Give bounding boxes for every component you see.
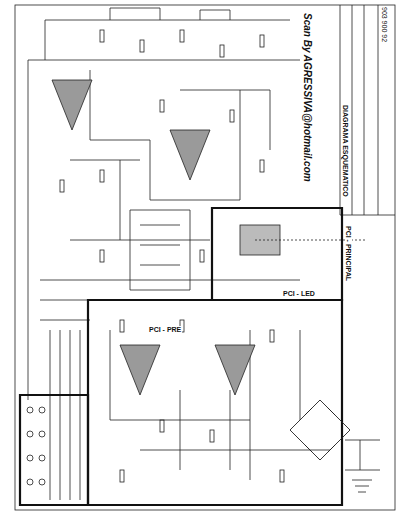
led-board-outline xyxy=(212,208,342,300)
wiring xyxy=(15,5,395,510)
power-rails xyxy=(28,8,300,400)
board-label: PCI - PRINCIPAL xyxy=(345,225,352,282)
board-region: PCI - PRE xyxy=(88,300,342,505)
connector-pin xyxy=(39,431,45,437)
diode-marks xyxy=(305,408,335,452)
sheet-frame xyxy=(15,5,395,510)
resistor-symbols xyxy=(27,30,284,485)
resistor-symbol xyxy=(230,110,234,122)
connector-pin xyxy=(27,407,33,413)
op-amps xyxy=(52,80,255,395)
connector-pin xyxy=(39,455,45,461)
scan-watermark: Scan By AGRESSIVA@hotmail.com xyxy=(302,12,312,183)
resistor-symbol xyxy=(140,40,144,52)
transformer-ground xyxy=(345,440,380,492)
op-amp-symbol xyxy=(52,80,92,130)
op-amp-symbol xyxy=(120,345,160,395)
op-amp-symbol xyxy=(215,345,255,395)
connector-pin xyxy=(27,431,33,437)
connector-pin xyxy=(39,479,45,485)
resistor-symbol xyxy=(210,430,214,442)
connector-pin xyxy=(39,407,45,413)
resistor-symbol xyxy=(100,30,104,42)
op-amp-symbol xyxy=(170,130,210,180)
connector-pin xyxy=(27,479,33,485)
input-wires xyxy=(40,320,90,500)
resistor-symbol xyxy=(160,420,164,432)
bridge-symbol xyxy=(290,400,350,460)
resistor-symbol xyxy=(260,35,264,47)
resistor-symbol xyxy=(60,180,64,192)
resistor-symbol xyxy=(120,470,124,482)
board-region: DIAGRAMA ESQUEMATICO xyxy=(341,100,351,210)
board-label: PCI - LED xyxy=(282,290,316,297)
pre-wires xyxy=(110,330,330,480)
drawing-number: 903 900 92 xyxy=(381,6,388,43)
connector-board-outline xyxy=(20,395,88,505)
pre-board-outline xyxy=(88,300,342,505)
resistor-symbol xyxy=(280,470,284,482)
resistor-symbol xyxy=(270,330,274,342)
board-label: PCI - PRE xyxy=(148,326,182,333)
board-outlines xyxy=(20,208,342,505)
resistor-symbol xyxy=(180,30,184,42)
resistor-symbol xyxy=(200,250,204,262)
board-label: DIAGRAMA ESQUEMATICO xyxy=(342,104,349,198)
board-region: PCI - LED xyxy=(212,208,342,300)
resistor-symbol xyxy=(260,160,264,172)
connector-pin xyxy=(27,455,33,461)
switch-block xyxy=(130,210,190,290)
resistor-symbol xyxy=(100,250,104,262)
signal-wires xyxy=(40,70,300,300)
bridge-rectifier xyxy=(290,400,350,460)
resistor-symbol xyxy=(120,320,124,332)
resistor-symbol xyxy=(100,170,104,182)
title-block-lines xyxy=(340,5,395,215)
resistor-symbol xyxy=(220,45,224,57)
resistor-symbol xyxy=(160,100,164,112)
